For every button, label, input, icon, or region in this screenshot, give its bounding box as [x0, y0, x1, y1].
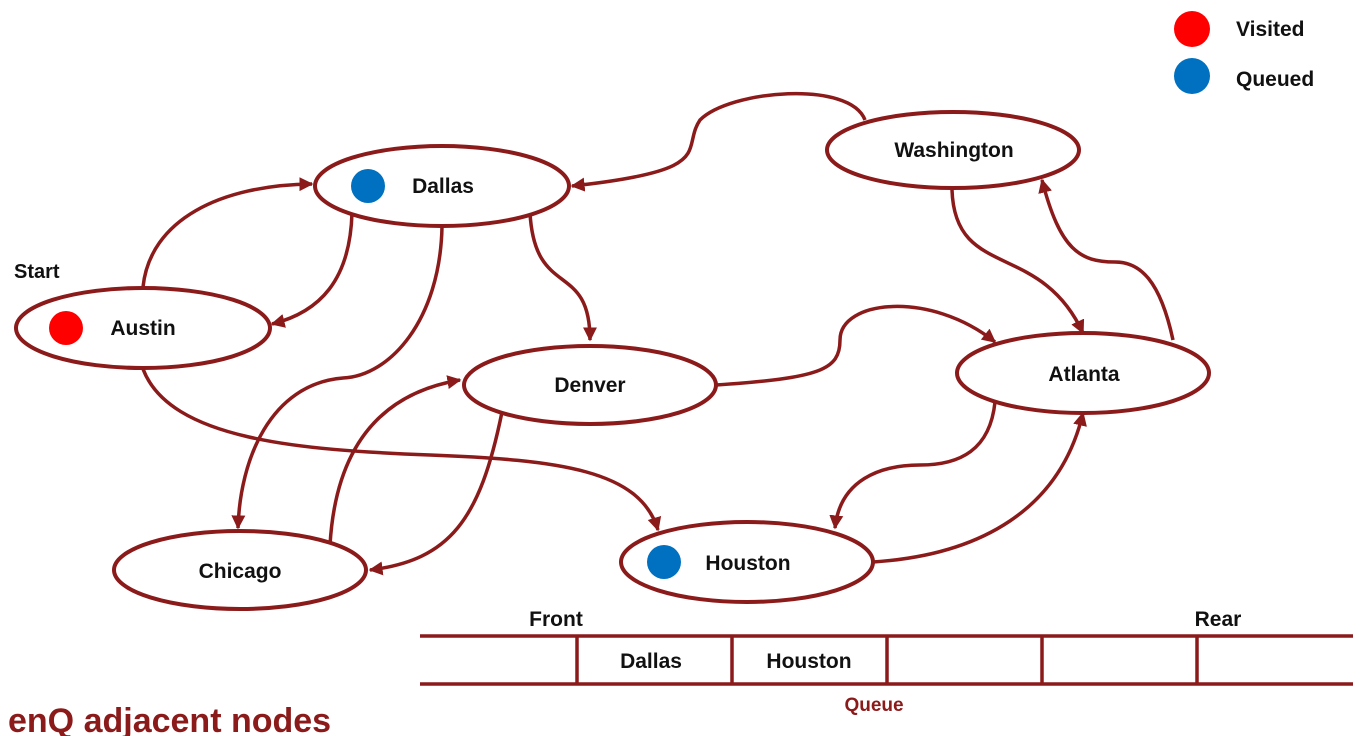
node-houston: Houston: [619, 520, 875, 604]
edge-denver-chicago: [368, 411, 504, 576]
queued-marker: [351, 169, 385, 203]
edge-washington-atlanta: [950, 189, 1085, 335]
start-label: Start: [14, 261, 60, 283]
edge-austin-dallas: [141, 177, 314, 288]
node-dallas: Dallas: [313, 144, 571, 228]
edge-dallas-chicago: [231, 226, 444, 530]
edge-washington-dallas: [570, 91, 867, 192]
queue-cell: Houston: [766, 650, 851, 673]
edge-atlanta-houston: [829, 401, 997, 530]
queued-legend-label: Queued: [1236, 68, 1314, 91]
node-label: Chicago: [199, 560, 282, 583]
node-label: Dallas: [412, 175, 474, 198]
queue-caption: Queue: [844, 695, 903, 716]
queue: Front Rear Dallas Houston Queue: [420, 608, 1353, 716]
edge-dallas-denver: [528, 212, 597, 342]
node-denver: Denver: [462, 344, 718, 426]
edge-austin-houston: [141, 368, 662, 532]
edge-denver-atlanta: [715, 304, 997, 387]
edge-chicago-denver: [328, 375, 462, 546]
queue-rear-label: Rear: [1195, 608, 1242, 631]
slide-caption: enQ adjacent nodes: [8, 702, 331, 736]
visited-marker: [49, 311, 83, 345]
queue-front-label: Front: [529, 608, 583, 631]
node-label: Atlanta: [1048, 363, 1119, 386]
queued-marker: [647, 545, 681, 579]
edge-atlanta-washington: [1038, 178, 1175, 341]
visited-legend-dot: [1174, 11, 1210, 47]
node-label: Houston: [705, 552, 790, 575]
edges: [141, 91, 1175, 576]
edge-dallas-austin: [270, 212, 354, 328]
node-label: Austin: [110, 317, 175, 340]
node-label: Denver: [554, 374, 625, 397]
edge-houston-atlanta: [872, 411, 1087, 564]
queue-cell: Dallas: [620, 650, 682, 673]
node-chicago: Chicago: [112, 529, 368, 611]
node-austin: Austin: [14, 286, 272, 370]
visited-legend-label: Visited: [1236, 18, 1304, 41]
node-washington: Washington: [825, 110, 1081, 190]
legend: Visited Queued: [1174, 11, 1314, 94]
queued-legend-dot: [1174, 58, 1210, 94]
node-atlanta: Atlanta: [955, 331, 1211, 415]
node-label: Washington: [894, 139, 1013, 162]
